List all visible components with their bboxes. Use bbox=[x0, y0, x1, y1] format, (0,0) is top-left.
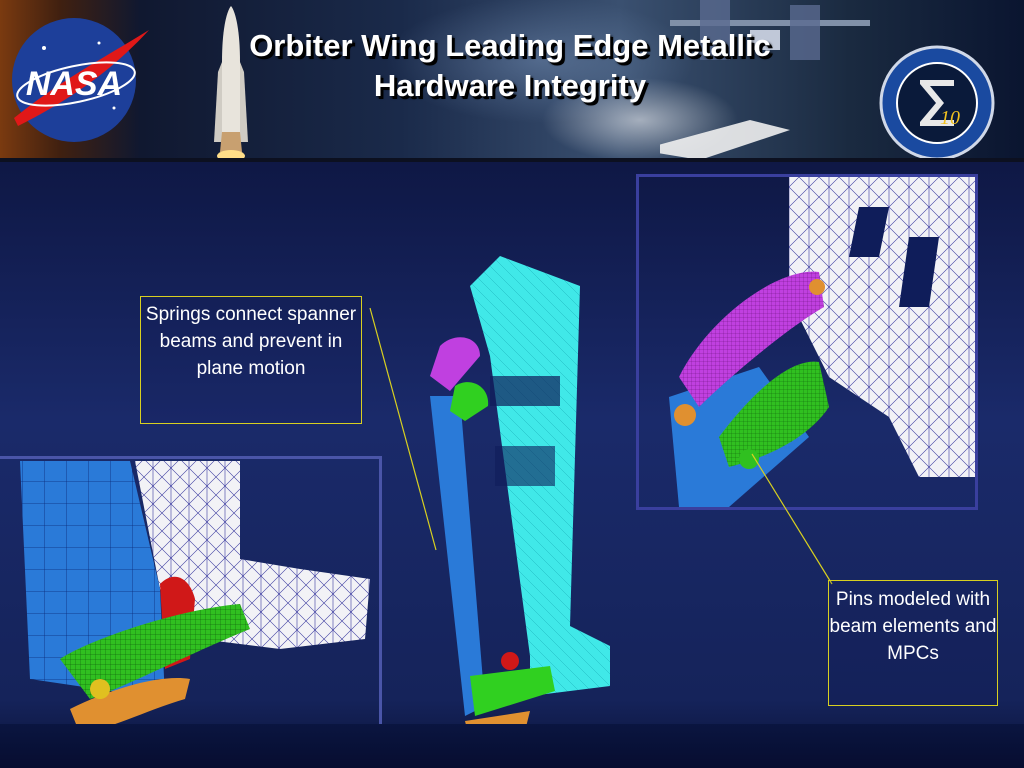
header-banner: NASA Orbiter Wing Leading Edge Metallic … bbox=[0, 0, 1024, 162]
svg-text:NASA: NASA bbox=[26, 65, 122, 103]
svg-text:10: 10 bbox=[940, 107, 960, 129]
leading-edge-assembly-model bbox=[430, 256, 610, 741]
footer-bar bbox=[0, 724, 1024, 768]
shuttle-launch-icon bbox=[214, 6, 248, 160]
springs-callout: Springs connect spanner beams and preven… bbox=[140, 296, 362, 424]
nasa-logo-icon: NASA bbox=[12, 18, 149, 142]
page-title: Orbiter Wing Leading Edge Metallic Hardw… bbox=[249, 28, 771, 103]
banner-divider bbox=[0, 158, 1024, 162]
pins-callout: Pins modeled with beam elements and MPCs bbox=[828, 580, 998, 706]
mesh-render-right bbox=[669, 177, 975, 507]
wing-mesh-closeup-left bbox=[0, 456, 382, 768]
space-station-icon bbox=[660, 0, 870, 160]
nesc-logo-icon: 10 bbox=[879, 45, 995, 161]
mesh-render-left bbox=[20, 461, 370, 734]
fitting-mesh-closeup-right bbox=[636, 174, 978, 510]
